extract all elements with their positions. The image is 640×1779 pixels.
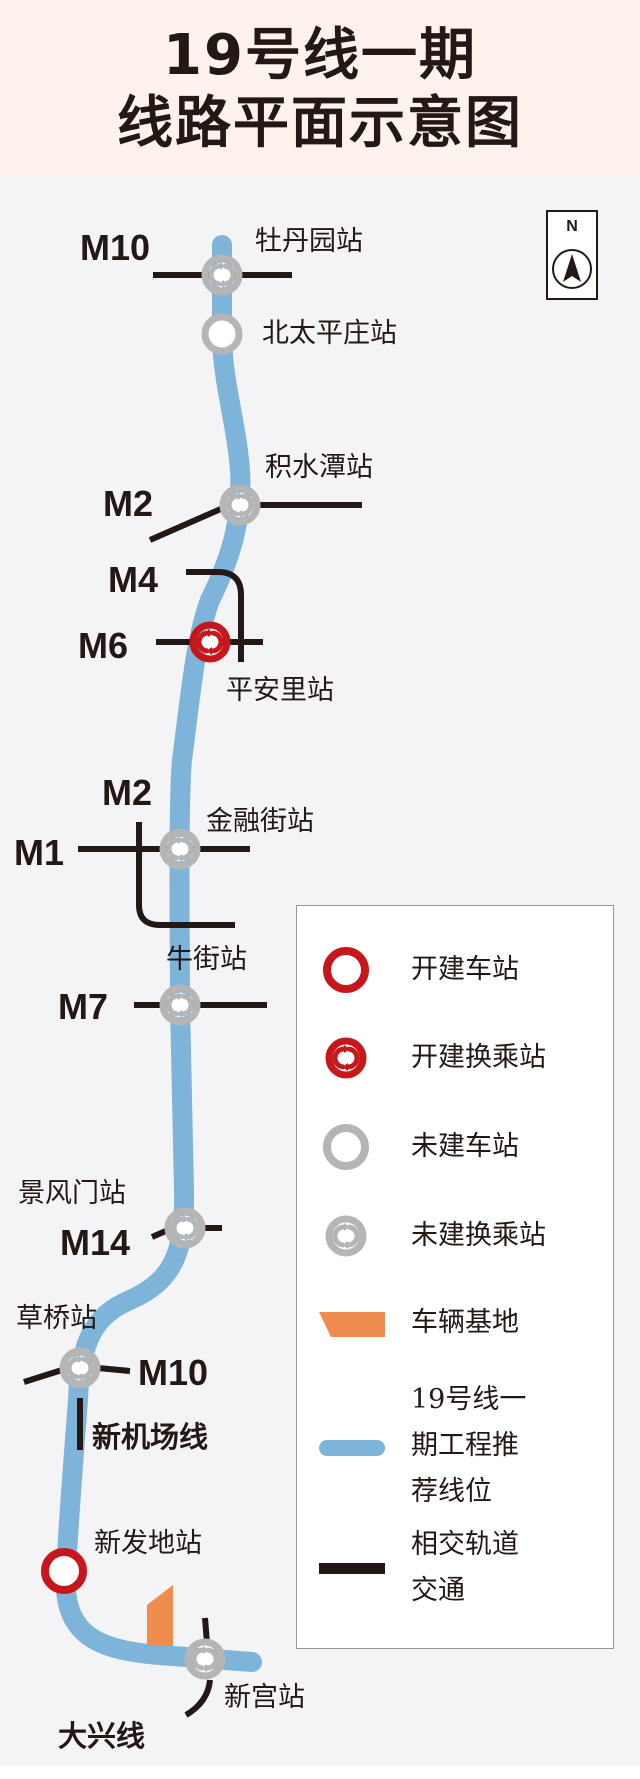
station-label-mudanyuan: 牡丹园站 bbox=[255, 226, 363, 257]
station-label-jingfengmen: 景风门站 bbox=[18, 1178, 126, 1209]
north-compass: N bbox=[546, 210, 598, 300]
station-label-xinfadi: 新发地站 bbox=[94, 1528, 202, 1559]
line-label-new-airport: 新机场线 bbox=[92, 1420, 209, 1454]
station-mudanyuan[interactable] bbox=[205, 258, 239, 292]
station-jingfengmen[interactable] bbox=[168, 1211, 202, 1245]
line-label-m2-top: M2 bbox=[103, 483, 154, 524]
line-label-m10-bottom: M10 bbox=[138, 1352, 209, 1393]
station-label-niujie: 牛街站 bbox=[166, 944, 247, 975]
station-caoqiao[interactable] bbox=[63, 1351, 97, 1385]
station-label-caoqiao: 草桥站 bbox=[16, 1303, 97, 1334]
line-label-m10-top: M10 bbox=[80, 227, 151, 268]
vehicle-depot bbox=[147, 1585, 173, 1646]
route-line-icon bbox=[319, 1440, 385, 1456]
m10-bottom-line-right bbox=[97, 1365, 131, 1374]
depot-icon bbox=[319, 1312, 385, 1337]
station-niujie[interactable] bbox=[163, 988, 197, 1022]
m2-top-line-left bbox=[148, 505, 225, 543]
line-label-daxing: 大兴线 bbox=[58, 1719, 146, 1753]
station-xingong[interactable] bbox=[188, 1642, 222, 1676]
title-band: 19号线一期 线路平面示意图 bbox=[0, 0, 640, 176]
map-title-line-2: 线路平面示意图 bbox=[117, 91, 523, 156]
station-label-jinrongjie: 金融街站 bbox=[206, 806, 314, 837]
m2-mid-line bbox=[136, 822, 235, 928]
line-label-m1: M1 bbox=[14, 832, 65, 873]
north-arrow-icon bbox=[552, 249, 592, 289]
open-transfer-station-icon bbox=[319, 1031, 373, 1085]
station-label-xingong: 新宫站 bbox=[224, 1682, 305, 1713]
station-label-pinganli: 平安里站 bbox=[226, 675, 334, 706]
line-label-m14: M14 bbox=[60, 1222, 131, 1263]
bottom-strip bbox=[0, 1766, 640, 1779]
unbuilt-station-icon bbox=[323, 1124, 369, 1170]
station-xinfadi[interactable] bbox=[41, 1548, 87, 1594]
station-beitaipingzhuang[interactable] bbox=[201, 313, 243, 355]
line-label-m7: M7 bbox=[58, 986, 109, 1027]
line-label-m4: M4 bbox=[108, 559, 159, 600]
compass-n-label: N bbox=[566, 218, 578, 235]
daxing-line-bottom bbox=[184, 1679, 213, 1718]
unbuilt-transfer-station-icon bbox=[319, 1209, 373, 1263]
station-pinganli[interactable] bbox=[193, 625, 227, 659]
line-label-m6: M6 bbox=[78, 625, 129, 666]
open-station-icon bbox=[323, 947, 369, 993]
station-jinrongjie[interactable] bbox=[163, 832, 197, 866]
station-label-jishuitan: 积水潭站 bbox=[265, 452, 373, 483]
m10-bottom-line-left bbox=[23, 1367, 63, 1385]
station-label-beitaipingzhuang: 北太平庄站 bbox=[262, 318, 397, 349]
legend: 开建车站 开建换乘站 未建车站 未建换乘站 车辆基地 19号线一 期工程推 荐线… bbox=[296, 905, 614, 1649]
line-label-m2-mid: M2 bbox=[102, 772, 153, 813]
map-title-line-1: 19号线一期 bbox=[163, 23, 477, 88]
m4-line bbox=[186, 569, 244, 662]
station-jishuitan[interactable] bbox=[223, 488, 257, 522]
intersecting-line-icon bbox=[319, 1563, 385, 1574]
